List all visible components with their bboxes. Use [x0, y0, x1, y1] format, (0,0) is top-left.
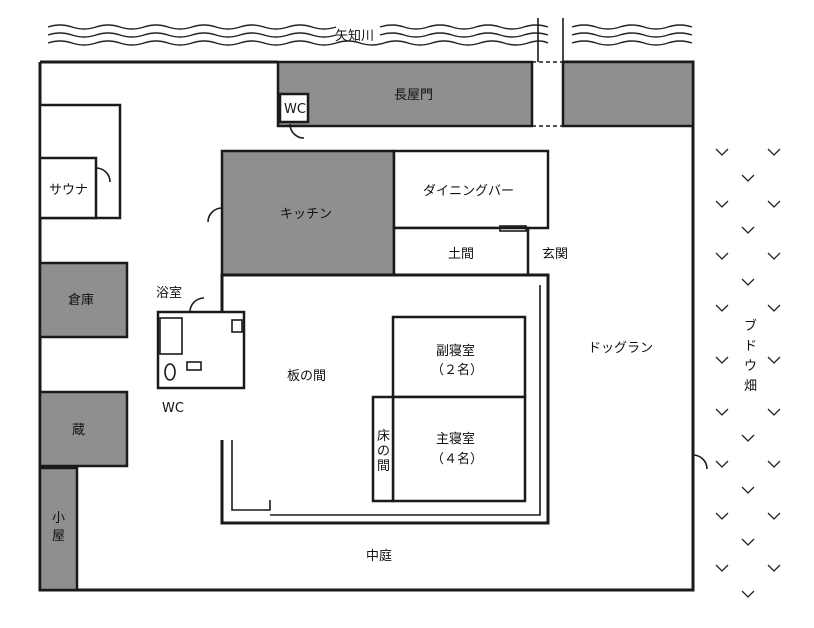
vine-mark-icon [767, 304, 781, 312]
vine-mark-icon [715, 252, 729, 260]
vine-mark-icon [741, 590, 755, 598]
vine-mark-icon [767, 408, 781, 416]
bathtub-icon [159, 317, 183, 355]
door-swing-icon [189, 297, 205, 313]
vine-mark-icon [715, 304, 729, 312]
vine-mark-icon [715, 564, 729, 572]
vine-mark-icon [767, 356, 781, 364]
gate-wc-label: WC [284, 102, 306, 117]
vine-mark-icon [767, 512, 781, 520]
nagayamon-block [276, 60, 534, 128]
fuku-shinshitsu-label: 副寝室 [436, 343, 475, 359]
river-label: 矢知川 [335, 28, 374, 44]
vine-mark-icon [741, 278, 755, 286]
outer-wall [38, 60, 695, 592]
nagayamon-east-block [561, 60, 695, 128]
souko-block [38, 261, 129, 339]
koya-label-2: 屋 [52, 529, 65, 544]
door-swing-icon [289, 123, 305, 139]
sink-icon [231, 319, 243, 333]
dog-run-label: ドッグラン [588, 341, 653, 356]
vine-mark-icon [767, 148, 781, 156]
dining-bar-room [392, 149, 550, 230]
vine-mark-icon [741, 434, 755, 442]
sauna-inner [38, 156, 98, 220]
door-swing-icon [692, 454, 708, 470]
vine-mark-icon [715, 200, 729, 208]
vine-mark-icon [767, 460, 781, 468]
vine-mark-icon [715, 356, 729, 364]
genkan-label: 玄関 [542, 247, 568, 262]
door-swing-icon [95, 167, 111, 183]
bath-area [156, 310, 246, 390]
vine-mark-icon [715, 408, 729, 416]
shu-shinshitsu-room [391, 395, 527, 503]
genkan-door [499, 225, 527, 232]
tokonoma-label-1: 床 [377, 429, 390, 444]
tokonoma-label-3: 間 [377, 459, 390, 474]
vine-mark-icon [741, 174, 755, 182]
door-swing-icon [207, 207, 223, 223]
shu-capacity-label: （４名） [431, 451, 483, 467]
doma-room [392, 226, 530, 277]
bath-wc-label: WC [162, 401, 184, 416]
doma-label: 土間 [448, 247, 474, 262]
vine-mark-icon [767, 252, 781, 260]
budou-label-2: ド [744, 339, 757, 354]
tokonoma-label-2: の [377, 444, 390, 459]
toilet-icon [164, 363, 176, 381]
fuku-capacity-label: （２名） [431, 362, 483, 378]
gate-wc-room [278, 92, 310, 124]
kura-block [38, 390, 129, 468]
kura-label: 蔵 [72, 423, 85, 438]
sink-icon [186, 361, 202, 371]
tokonoma [371, 395, 395, 503]
shu-shinshitsu-label: 主寝室 [436, 431, 475, 447]
kitchen-label: キッチン [280, 207, 332, 222]
budou-label-4: 畑 [744, 379, 757, 394]
dining-bar-label: ダイニングバー [423, 184, 514, 199]
bath-label: 浴室 [156, 285, 182, 301]
itanoma-label: 板の間 [287, 369, 326, 384]
engawa-line [231, 285, 541, 516]
budou-label-3: ウ [744, 359, 757, 374]
vine-mark-icon [741, 538, 755, 546]
koya-block [38, 466, 79, 592]
vine-mark-icon [715, 148, 781, 598]
budou-label-1: ブ [744, 318, 757, 334]
vine-mark-icon [715, 148, 729, 156]
kitchen-block [220, 149, 396, 277]
souko-label: 倉庫 [68, 293, 94, 308]
fuku-shinshitsu-room [391, 315, 527, 399]
river-wave-icon [47, 18, 693, 62]
vine-mark-icon [741, 486, 755, 494]
koya-label-1: 小 [52, 511, 65, 526]
vine-mark-icon [715, 460, 729, 468]
sauna-label: サウナ [49, 183, 88, 198]
nakaniwa-label: 中庭 [366, 548, 392, 564]
vine-mark-icon [767, 200, 781, 208]
vine-mark-icon [767, 564, 781, 572]
vine-mark-icon [715, 512, 729, 520]
vine-mark-icon [741, 226, 755, 234]
nagayamon-label: 長屋門 [394, 88, 433, 103]
